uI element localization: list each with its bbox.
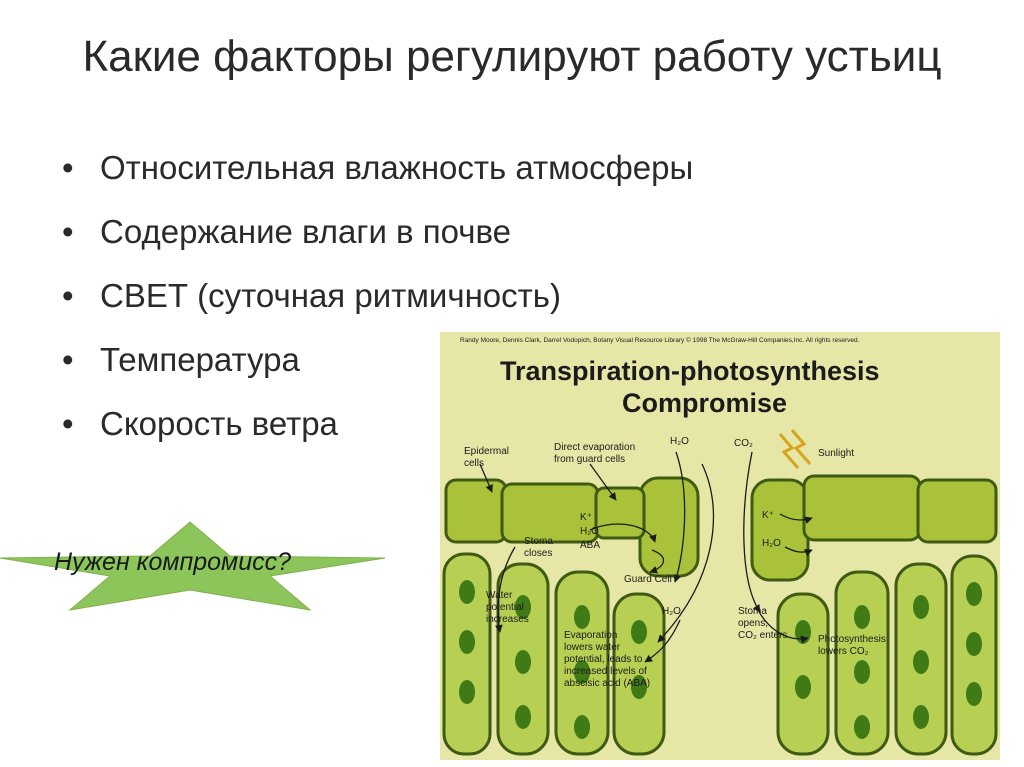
- guard-cell-right: [750, 478, 810, 582]
- label-photosynthesis: Photosynthesis: [818, 634, 886, 645]
- label-co2: CO₂: [734, 438, 753, 449]
- label-h2o-mid: H₂O: [662, 606, 681, 617]
- label-h2o-top: H₂O: [670, 436, 689, 447]
- stomata-figure: Randy Moore, Dennis Clark, Darrel Vodopi…: [440, 332, 1000, 760]
- callout-text: Нужен компромисс?: [54, 548, 291, 576]
- label-evaporation-2: lowers water: [564, 642, 621, 653]
- label-evaporation-3: potential, leads to: [564, 654, 643, 665]
- label-h2o-left: H₂O: [580, 526, 599, 537]
- label-direct-evaporation-2: from guard cells: [554, 454, 625, 465]
- label-stoma-closes-2: closes: [524, 548, 552, 559]
- star-shape: [0, 518, 390, 614]
- bullet-item: •Скорость ветра: [62, 405, 338, 442]
- star-icon: [0, 521, 386, 611]
- figure-credit: Randy Moore, Dennis Clark, Darrel Vodopi…: [460, 336, 860, 344]
- label-stoma-opens-2: opens,: [738, 618, 768, 629]
- label-evaporation: Evaporation: [564, 630, 617, 641]
- label-stoma-opens-3: CO₂ enters: [738, 630, 787, 641]
- stomata-diagram: Randy Moore, Dennis Clark, Darrel Vodopi…: [442, 336, 998, 756]
- bullet-list: •Относительная влажность атмосферы •Соде…: [58, 148, 693, 468]
- label-epidermal-2: cells: [464, 458, 484, 469]
- label-photosynthesis-2: lowers CO₂: [818, 646, 869, 657]
- label-water-potential: Water: [486, 590, 513, 601]
- process-arrows: [479, 451, 813, 663]
- label-water-potential-2: potential: [486, 602, 524, 613]
- label-evaporation-5: abscisic acid (ABA): [564, 678, 650, 689]
- figure-title-line2: Compromise: [622, 388, 787, 418]
- bullet-item: •Относительная влажность атмосферы: [62, 149, 694, 186]
- label-direct-evaporation: Direct evaporation: [554, 442, 635, 453]
- figure-labels: Epidermal cells Direct evaporation from …: [464, 436, 886, 689]
- label-guard-cell: Guard Cell: [624, 574, 672, 585]
- label-h2o-right: H₂O: [762, 538, 781, 549]
- chloroplasts: [459, 580, 982, 739]
- label-sunlight: Sunlight: [818, 448, 854, 459]
- bullet-item: •Температура: [62, 341, 300, 378]
- sunlight-rays-icon: [778, 429, 812, 469]
- label-water-potential-3: increases: [486, 614, 529, 625]
- figure-title-line1: Transpiration-photosynthesis: [500, 356, 880, 386]
- label-epidermal: Epidermal: [464, 446, 509, 457]
- label-aba: ABA: [580, 540, 600, 551]
- label-stoma-opens: Stoma: [738, 606, 767, 617]
- bullet-item: •СВЕТ (суточная ритмичность): [62, 277, 561, 314]
- bullet-item: •Содержание влаги в почве: [62, 213, 511, 250]
- label-k-left: K⁺: [580, 512, 592, 523]
- label-k-right: K⁺: [762, 510, 774, 521]
- slide-title: Какие факторы регулируют работу устьиц: [82, 32, 942, 81]
- guard-cell-left: [638, 476, 700, 578]
- label-evaporation-4: increased levels of: [564, 666, 647, 677]
- label-stoma-closes: Stoma: [524, 536, 553, 547]
